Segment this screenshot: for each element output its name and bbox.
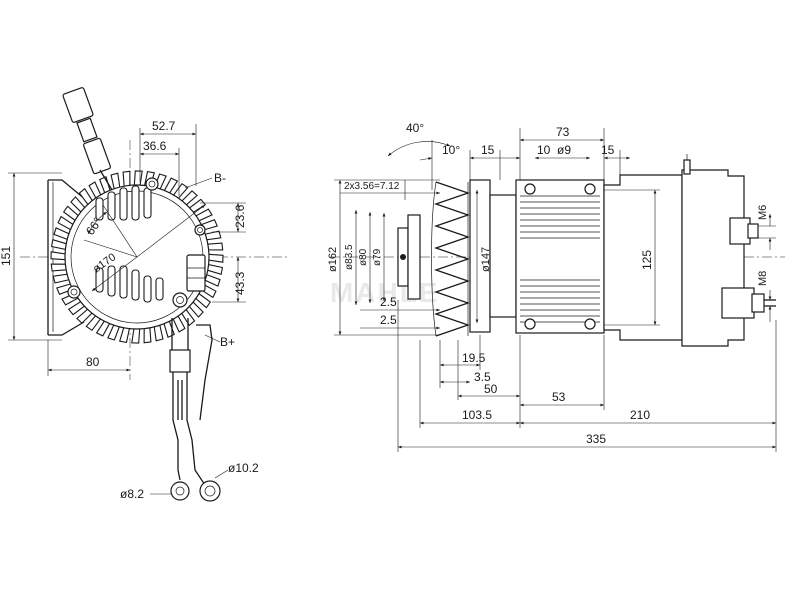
diameter-label: ø162	[327, 247, 339, 272]
dim-label: 50	[484, 382, 498, 396]
dim-label: 80	[86, 355, 100, 369]
dim-label: 19.5	[462, 351, 486, 365]
cooling-fin	[143, 275, 152, 303]
stator-housing	[515, 179, 605, 334]
thread-label: M8	[757, 271, 769, 286]
cooling-fin	[155, 277, 164, 301]
dim-label: 52.7	[152, 119, 176, 133]
angle-label: 10°	[442, 143, 460, 157]
dim-label: 53	[552, 390, 566, 404]
end-view-dimensions	[8, 124, 246, 495]
mounting-bracket	[47, 179, 87, 336]
groove-label: 2x3.56=7.12	[344, 181, 400, 192]
end-view: 52.7 36.6 151 23.6 43.3 80 66° ø170 B- B…	[0, 87, 290, 502]
cooling-fin	[95, 267, 104, 293]
cooling-fin	[107, 265, 116, 297]
cooling-fin	[95, 197, 104, 221]
dim-label: 10	[537, 143, 551, 157]
thread-label: M6	[757, 205, 769, 220]
dim-label: 2.5	[380, 313, 397, 327]
dim-label: 15	[481, 143, 495, 157]
dim-label: 43.3	[233, 271, 247, 295]
dim-label: 335	[586, 432, 606, 446]
dim-label: 151	[0, 246, 13, 266]
stator-bolts	[524, 183, 596, 330]
angle-label: 40°	[406, 121, 424, 135]
side-view-dimensions	[334, 128, 777, 452]
dim-label: 210	[630, 408, 650, 422]
dim-label: 23.6	[233, 204, 247, 228]
regulator-body	[186, 254, 206, 292]
diameter-label: ø83.5	[344, 244, 355, 270]
plug-tab	[683, 159, 691, 175]
cooling-fin	[143, 187, 152, 219]
dim-label: 3.5	[474, 370, 491, 384]
side-view-labels: 40° 10° 15 73 10 ø9 15 2x3.56=7.12 ø162 …	[327, 121, 769, 446]
housing-bolts	[67, 177, 206, 308]
diameter-label: ø80	[358, 248, 369, 266]
diameter-label: ø9	[557, 143, 571, 157]
cooling-fins	[95, 185, 164, 303]
dim-label: 36.6	[143, 139, 167, 153]
dim-label: 73	[556, 125, 570, 139]
diameter-label: ø147	[480, 247, 492, 272]
dim-label: 125	[640, 250, 654, 270]
dim-label: 15	[601, 143, 615, 157]
dim-label: 2.5	[380, 295, 397, 309]
pulley	[397, 214, 421, 300]
fan-edge	[431, 181, 469, 337]
dim-label: 103.5	[462, 408, 492, 422]
diameter-label: ø8.2	[120, 487, 144, 501]
diameter-label: ø79	[372, 248, 383, 266]
terminal-label-b-minus: B-	[214, 171, 226, 185]
cooling-fin	[131, 269, 140, 301]
side-view: 40° 10° 15 73 10 ø9 15 2x3.56=7.12 ø162 …	[327, 121, 785, 452]
terminal-label-b-plus: B+	[220, 335, 235, 349]
rear-cover	[681, 169, 745, 347]
cooling-fin	[107, 191, 116, 221]
fan-blade-profile	[434, 181, 470, 337]
connector-plug	[62, 87, 113, 191]
cooling-fin	[119, 187, 128, 221]
diameter-label: ø10.2	[228, 461, 259, 475]
side-fan	[431, 181, 470, 337]
rear-terminals	[721, 217, 776, 319]
front-housing	[489, 194, 517, 318]
cooling-fin	[131, 185, 140, 221]
cable-harness	[169, 318, 221, 502]
cooling-fin	[119, 265, 128, 299]
